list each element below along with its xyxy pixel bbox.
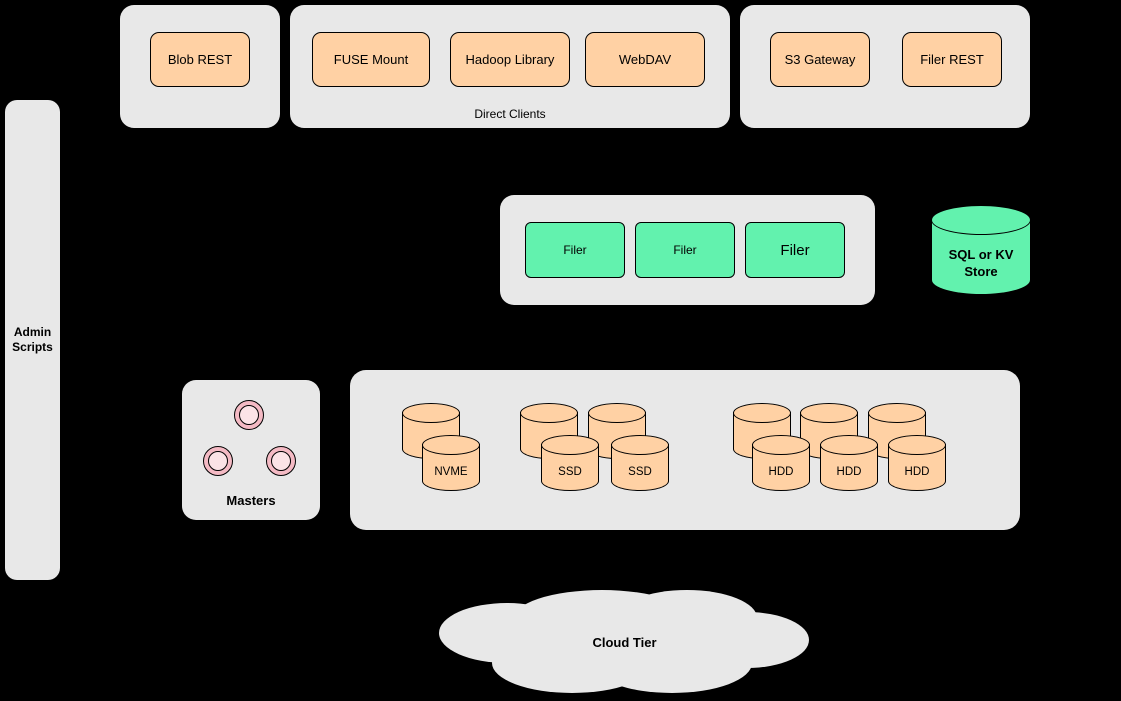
admin-scripts-label: Admin Scripts: [12, 325, 53, 354]
volume-servers-panel: NVME SSD SSD HDD HDD HDD: [350, 370, 1020, 530]
hdd-disk-cylinder-3: HDD: [888, 435, 946, 491]
filer-node-2: Filer: [635, 222, 735, 278]
master-node-icon-3: [266, 446, 296, 476]
ssd-label-1: SSD: [558, 465, 582, 478]
cloud-tier-label: Cloud Tier: [592, 634, 657, 650]
gateways-panel: S3 Gateway Filer REST: [740, 5, 1030, 128]
cloud-tier-node: Cloud Tier: [437, 588, 812, 696]
ssd-disk-cylinder-2: SSD: [611, 435, 669, 491]
s3-gateway-node: S3 Gateway: [770, 32, 870, 87]
masters-label: Masters: [226, 493, 276, 508]
hdd-label-2: HDD: [836, 465, 862, 478]
hdd-label-3: HDD: [904, 465, 930, 478]
ssd-disk-cylinder-1: SSD: [541, 435, 599, 491]
direct-clients-caption: Direct Clients: [474, 107, 546, 121]
sql-kv-store-label: SQL or KV Store: [948, 247, 1014, 279]
master-node-icon-1: [234, 400, 264, 430]
blob-rest-node: Blob REST: [150, 32, 250, 87]
hdd-disk-cylinder-1: HDD: [752, 435, 810, 491]
filer-panel: Filer Filer Filer: [500, 195, 875, 305]
fuse-mount-node: FUSE Mount: [312, 32, 430, 87]
admin-scripts-panel: Admin Scripts: [5, 100, 60, 580]
ssd-label-2: SSD: [628, 465, 652, 478]
filer-node-1: Filer: [525, 222, 625, 278]
hdd-label-1: HDD: [768, 465, 794, 478]
webdav-node: WebDAV: [585, 32, 705, 87]
blob-rest-panel: Blob REST: [120, 5, 280, 128]
master-node-icon-2: [203, 446, 233, 476]
sql-kv-store-cylinder: SQL or KV Store: [931, 205, 1031, 295]
direct-clients-panel: FUSE Mount Hadoop Library WebDAV Direct …: [290, 5, 730, 128]
cloud-shape: [439, 590, 809, 693]
hadoop-library-node: Hadoop Library: [450, 32, 570, 87]
hdd-disk-cylinder-2: HDD: [820, 435, 878, 491]
filer-node-3: Filer: [745, 222, 845, 278]
filer-rest-node: Filer REST: [902, 32, 1002, 87]
nvme-label: NVME: [434, 465, 468, 478]
nvme-disk-cylinder: NVME: [422, 435, 480, 491]
masters-panel: Masters: [182, 380, 320, 520]
